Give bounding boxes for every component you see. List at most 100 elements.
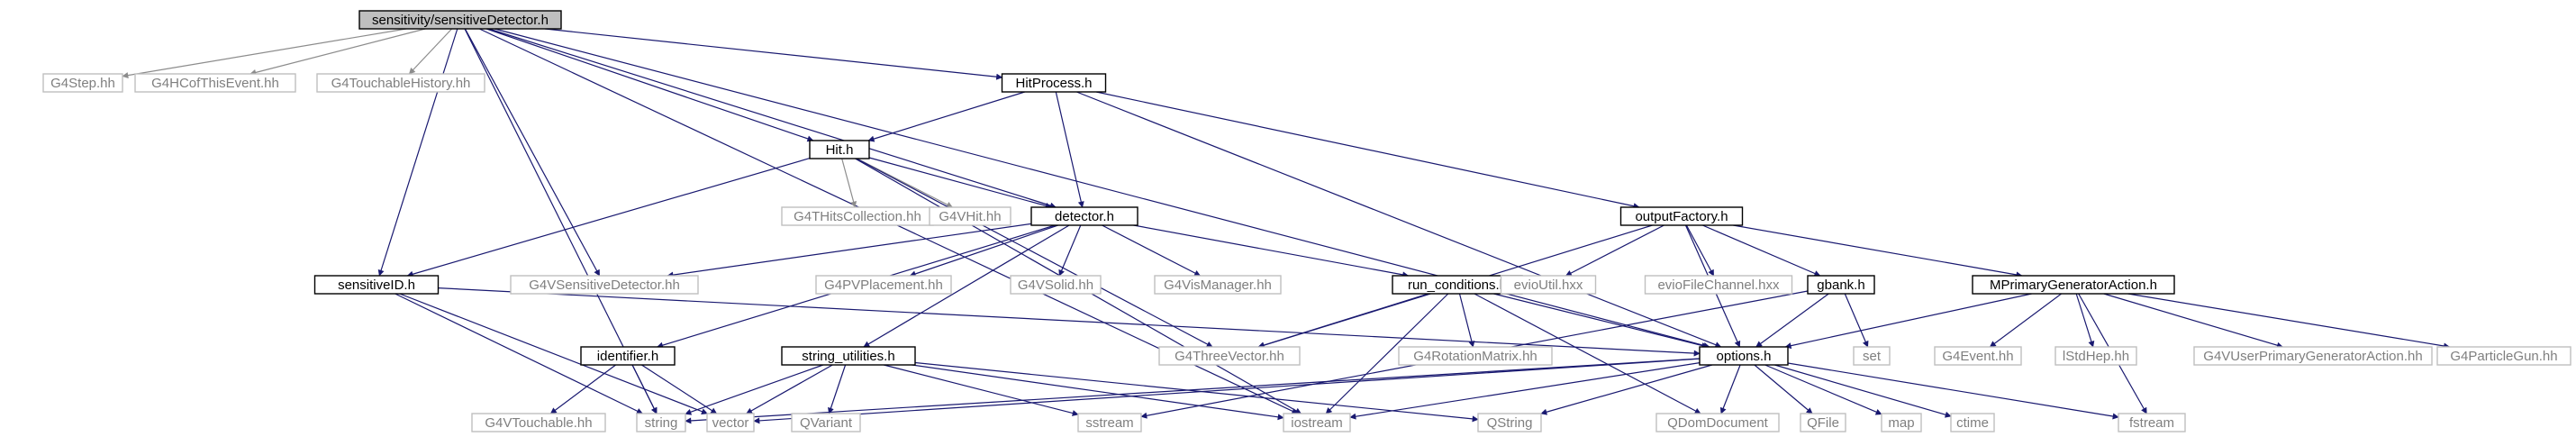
node-g4threevec: G4ThreeVector.hh (1158, 346, 1301, 366)
edge-detector-to-g4vsensdet (667, 223, 1032, 278)
node-evioutil: evioUtil.hxx (1500, 275, 1597, 295)
edge-identifier-to-string (631, 364, 658, 414)
edge-sensdet-to-g4step (122, 28, 407, 79)
node-box-g4vsensdet (510, 275, 699, 295)
edge-identifier-to-vector (641, 364, 718, 414)
node-box-g4vismgr (1154, 275, 1282, 295)
edge-hit-to-g4threevec (856, 158, 1213, 348)
node-g4pgun: G4ParticleGun.hh (2436, 346, 2571, 366)
edge-outputfactory-to-mprimgen (1733, 224, 2023, 278)
node-label-g4vtouch: G4VTouchable.hh (485, 415, 592, 431)
edge-gbank-to-options (1755, 293, 1829, 348)
edge-sensid-to-vector (399, 293, 708, 414)
node-sstream: sstream (1077, 413, 1142, 432)
node-strutil[interactable]: string_utilities.h (781, 346, 916, 366)
node-set: set (1853, 346, 1891, 366)
edge-mprimgen-to-g4vuserpga (2103, 293, 2283, 349)
edge-hit-to-sensid (406, 158, 811, 278)
node-box-g4pgun (2436, 346, 2571, 366)
node-label-sensid: sensitiveID.h (338, 278, 415, 293)
node-label-identifier: identifier.h (597, 349, 658, 364)
node-box-outputfactory (1619, 206, 1744, 226)
edge-sensid-to-string (395, 293, 643, 414)
node-label-string: string (645, 415, 678, 431)
node-label-lstdhep: lStdHep.hh (2063, 349, 2129, 364)
node-label-g4vsensdet: G4VSensitiveDetector.hh (529, 278, 680, 293)
node-label-eviofile: evioFileChannel.hxx (1657, 278, 1780, 293)
node-label-g4thits: G4THitsCollection.hh (794, 209, 921, 224)
edge-strutil-to-string (685, 364, 824, 415)
edge-sensid-to-options (438, 287, 1701, 357)
edge-mprimgen-to-options (1784, 293, 2032, 350)
node-box-sstream (1077, 413, 1142, 432)
node-box-map (1881, 413, 1922, 432)
node-runcond[interactable]: run_conditions.h (1392, 275, 1523, 295)
node-lstdhep: lStdHep.hh (2054, 346, 2137, 366)
node-sensid[interactable]: sensitiveID.h (313, 275, 440, 295)
node-box-g4vsolid (1010, 275, 1102, 295)
edge-mprimgen-to-g4event (1989, 293, 2062, 348)
edge-sensdet-to-g4vsensdet (464, 28, 601, 277)
edge-sensdet-to-hitprocess (545, 28, 1003, 80)
node-box-qvariant (791, 413, 861, 432)
node-g4thits: G4THitsCollection.hh (781, 206, 934, 226)
node-gbank[interactable]: gbank.h (1807, 275, 1875, 295)
edge-sensdet-to-detector (488, 28, 1057, 209)
node-box-g4threevec (1158, 346, 1301, 366)
node-box-g4vhit (929, 206, 1011, 226)
dependency-edges (122, 28, 2451, 424)
node-box-g4hcof (134, 73, 296, 93)
node-box-set (1853, 346, 1891, 366)
node-box-fstream (2118, 413, 2186, 432)
node-label-qstring: QString (1487, 415, 1533, 431)
node-label-g4hcof: G4HCofThisEvent.hh (151, 76, 279, 91)
node-g4rotmat: G4RotationMatrix.hh (1398, 346, 1553, 366)
node-label-g4touchhist: G4TouchableHistory.hh (331, 76, 471, 91)
node-box-identifier (580, 346, 676, 366)
edge-mprimgen-to-lstdhep (2075, 293, 2095, 348)
node-label-outputfactory: outputFactory.h (1635, 209, 1728, 224)
edge-detector-to-g4vsolid (1058, 224, 1082, 277)
node-g4vhit: G4VHit.hh (929, 206, 1011, 226)
edge-detector-to-runcond (1133, 224, 1410, 278)
node-label-detector: detector.h (1055, 209, 1114, 224)
edge-runcond-to-g4threevec (1257, 293, 1429, 349)
edge-options-to-ctime (1774, 364, 1952, 418)
node-qfile: QFile (1800, 413, 1846, 432)
node-label-g4vsolid: G4VSolid.hh (1018, 278, 1093, 293)
node-g4vismgr: G4VisManager.hh (1154, 275, 1282, 295)
node-box-qstring (1477, 413, 1542, 432)
node-detector[interactable]: detector.h (1030, 206, 1138, 226)
node-mprimgen[interactable]: MPrimaryGeneratorAction.h (1972, 275, 2175, 295)
node-box-qdomdoc (1655, 413, 1780, 432)
node-label-sstream: sstream (1085, 415, 1133, 431)
edge-runcond-to-g4rotmat (1458, 293, 1475, 348)
node-box-evioutil (1500, 275, 1597, 295)
edge-options-to-fstream (1787, 362, 2119, 420)
node-sensdet[interactable]: sensitivity/sensitiveDetector.h (358, 10, 562, 30)
node-label-iostream: iostream (1291, 415, 1343, 431)
node-options[interactable]: options.h (1699, 346, 1789, 366)
node-g4pvplace: G4PVPlacement.hh (815, 275, 952, 295)
node-identifier[interactable]: identifier.h (580, 346, 676, 366)
node-label-fstream: fstream (2129, 415, 2174, 431)
node-label-gbank: gbank.h (1817, 278, 1864, 293)
node-outputfactory[interactable]: outputFactory.h (1619, 206, 1744, 226)
node-label-g4rotmat: G4RotationMatrix.hh (1413, 349, 1537, 364)
edge-detector-to-strutil (863, 224, 1070, 348)
node-label-ctime: ctime (1956, 415, 1989, 431)
node-hit[interactable]: Hit.h (809, 140, 870, 159)
node-box-options (1699, 346, 1789, 366)
node-box-g4pvplace (815, 275, 952, 295)
node-box-vector (706, 413, 755, 432)
edge-options-to-map (1764, 364, 1882, 415)
node-g4touchhist: G4TouchableHistory.hh (316, 73, 485, 93)
edge-outputfactory-to-evioutil (1565, 224, 1664, 277)
node-box-detector (1030, 206, 1138, 226)
node-hitprocess[interactable]: HitProcess.h (1001, 73, 1107, 93)
edge-sensdet-to-sensid (377, 28, 458, 277)
node-label-g4vhit: G4VHit.hh (939, 209, 1001, 224)
node-g4event: G4Event.hh (1934, 346, 2022, 366)
node-label-qdomdoc: QDomDocument (1667, 415, 1769, 431)
